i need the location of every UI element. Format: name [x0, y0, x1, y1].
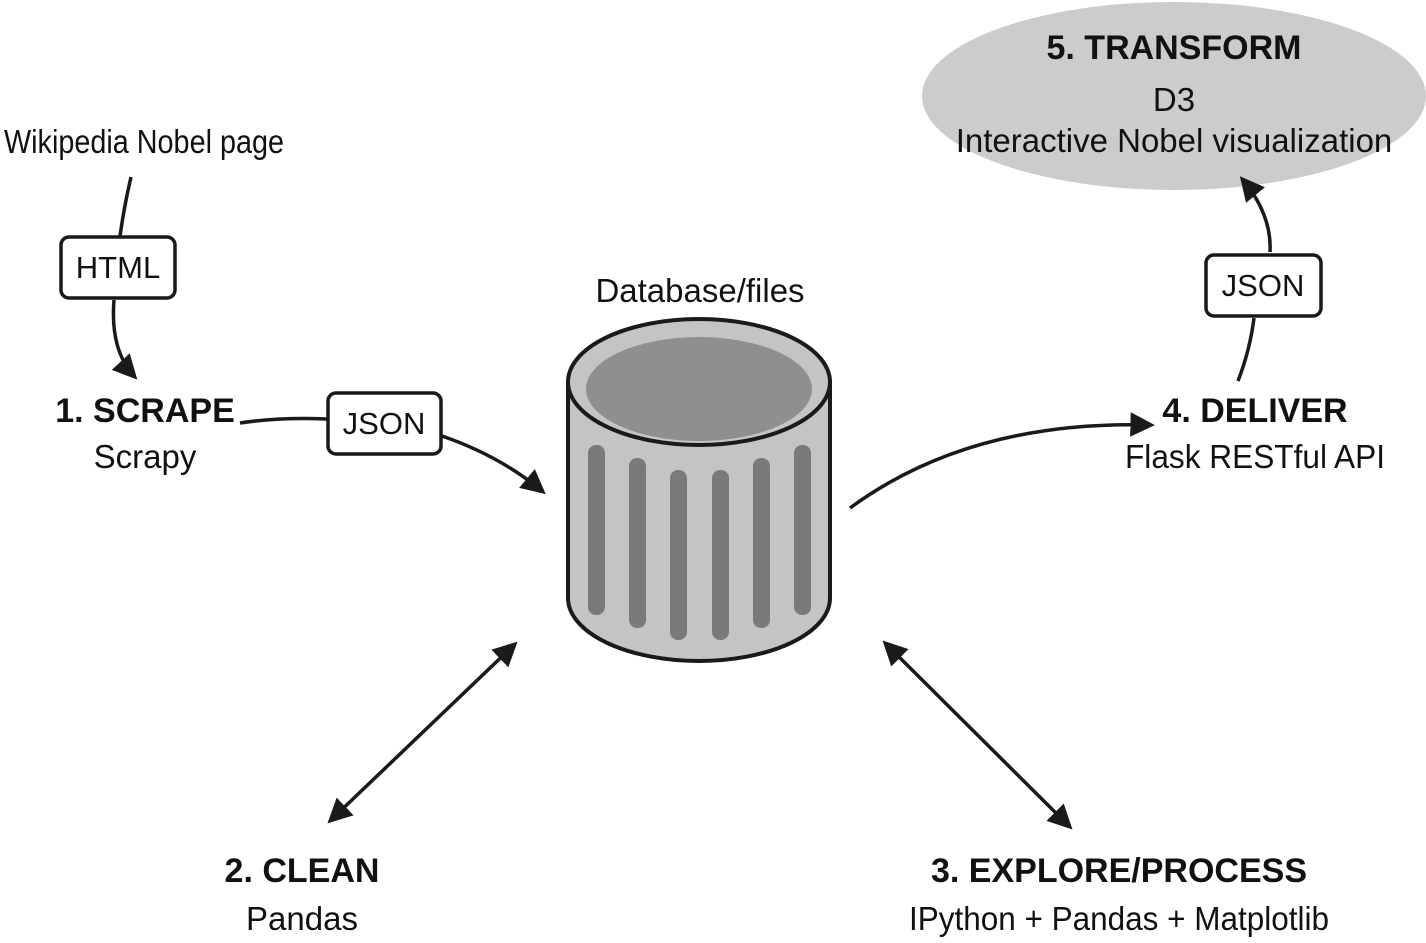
- step-transform-tool-line1: D3: [1153, 81, 1195, 118]
- step-scrape-tool: Scrapy: [94, 438, 197, 475]
- step-clean-tool: Pandas: [246, 900, 358, 937]
- clean-database-arrow: [327, 641, 518, 824]
- database-to-deliver-arrow: [848, 412, 1155, 510]
- deliver-to-json-line: [1236, 317, 1256, 382]
- scrape-json-tag-box: [326, 391, 443, 456]
- step-deliver-tool: Flask RESTful API: [1125, 438, 1385, 475]
- explore-database-arrow: [882, 640, 1073, 830]
- storage-label: Database/files: [595, 272, 804, 309]
- deliver-json-tag-label: JSON: [1222, 268, 1305, 303]
- json-to-transform-arrow: [1239, 176, 1272, 253]
- html-tag-label: HTML: [76, 250, 160, 285]
- html-to-scrape-arrow: [111, 299, 138, 380]
- step-clean-title: 2. CLEAN: [225, 852, 380, 890]
- html-tag-box: [59, 235, 177, 300]
- scrape-json-tag-label: JSON: [343, 406, 426, 441]
- database-icon: [566, 317, 832, 663]
- source-label: Wikipedia Nobel page: [4, 123, 284, 160]
- step-scrape-title: 1. SCRAPE: [55, 392, 235, 430]
- json-to-database-arrow: [441, 434, 546, 495]
- step-transform-title: 5. TRANSFORM: [1047, 29, 1302, 67]
- deliver-json-tag-box: [1204, 253, 1323, 318]
- step-transform-tool-line2: Interactive Nobel visualization: [956, 122, 1393, 159]
- scrape-to-json-line: [239, 416, 328, 425]
- source-to-html-line: [118, 176, 133, 237]
- transform-ellipse: [922, 2, 1426, 190]
- step-deliver-title: 4. DELIVER: [1162, 392, 1347, 430]
- step-explore-tool: IPython + Pandas + Matplotlib: [909, 900, 1329, 937]
- step-explore-title: 3. EXPLORE/PROCESS: [931, 852, 1307, 890]
